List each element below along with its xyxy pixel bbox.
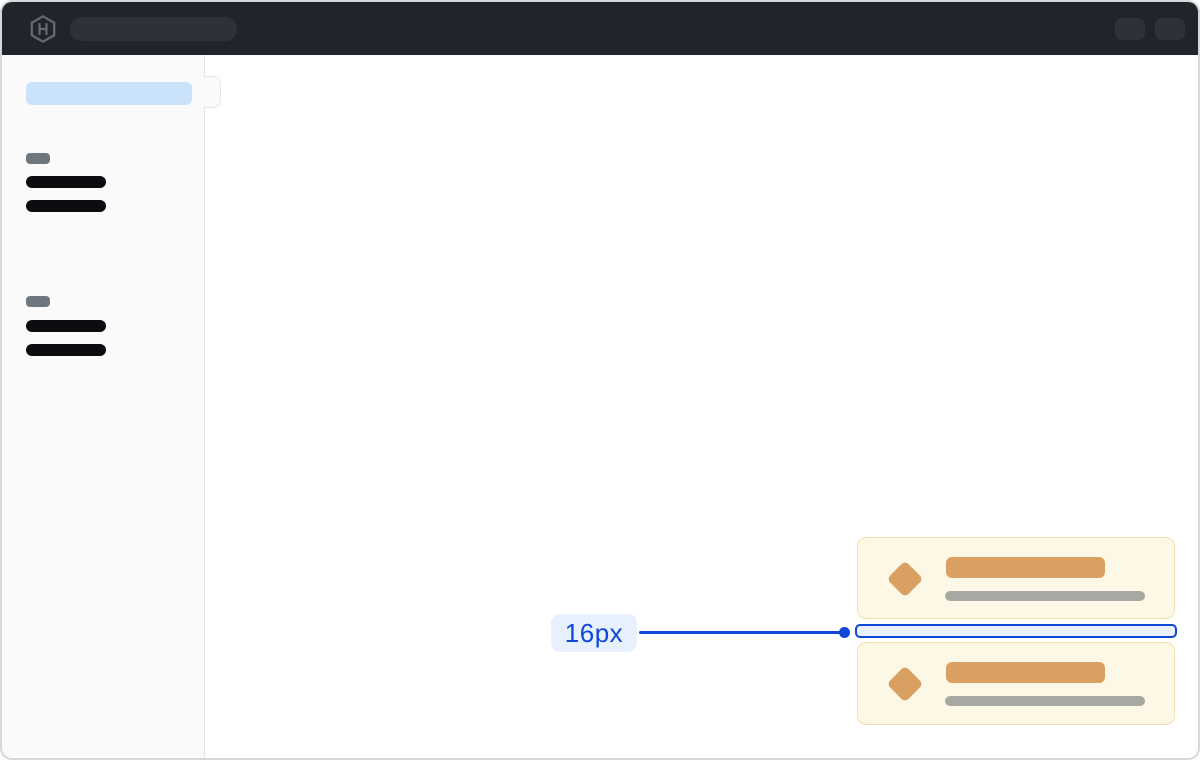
global-search-skeleton[interactable] xyxy=(70,17,237,41)
content-card xyxy=(857,537,1175,619)
sidebar-section-label-skeleton xyxy=(26,296,50,307)
sidebar-nav-item-skeleton[interactable] xyxy=(26,320,106,332)
card-subtitle-skeleton xyxy=(945,696,1145,706)
diamond-icon xyxy=(886,560,924,598)
diamond-icon xyxy=(886,665,924,703)
header-action-skeleton-1[interactable] xyxy=(1115,18,1145,40)
measure-leader-line xyxy=(639,631,841,634)
sidebar-nav-item-skeleton[interactable] xyxy=(26,344,106,356)
spacing-value-label: 16px xyxy=(551,614,637,652)
spacing-highlight-rect xyxy=(855,624,1177,638)
sidebar-nav-item-skeleton[interactable] xyxy=(26,176,106,188)
sidebar-collapse-handle[interactable] xyxy=(204,76,221,108)
measure-dot xyxy=(839,627,850,638)
top-nav-bar xyxy=(2,2,1198,55)
sidebar-nav-item-skeleton[interactable] xyxy=(26,200,106,212)
content-card xyxy=(857,642,1175,725)
side-nav xyxy=(2,55,205,758)
card-title-skeleton xyxy=(946,662,1105,683)
sidebar-section-label-skeleton xyxy=(26,153,50,164)
card-title-skeleton xyxy=(946,557,1105,578)
sidebar-active-item-skeleton[interactable] xyxy=(26,82,192,105)
card-subtitle-skeleton xyxy=(945,591,1145,601)
header-action-skeleton-2[interactable] xyxy=(1155,18,1185,40)
hashicorp-logo-icon xyxy=(30,15,56,43)
